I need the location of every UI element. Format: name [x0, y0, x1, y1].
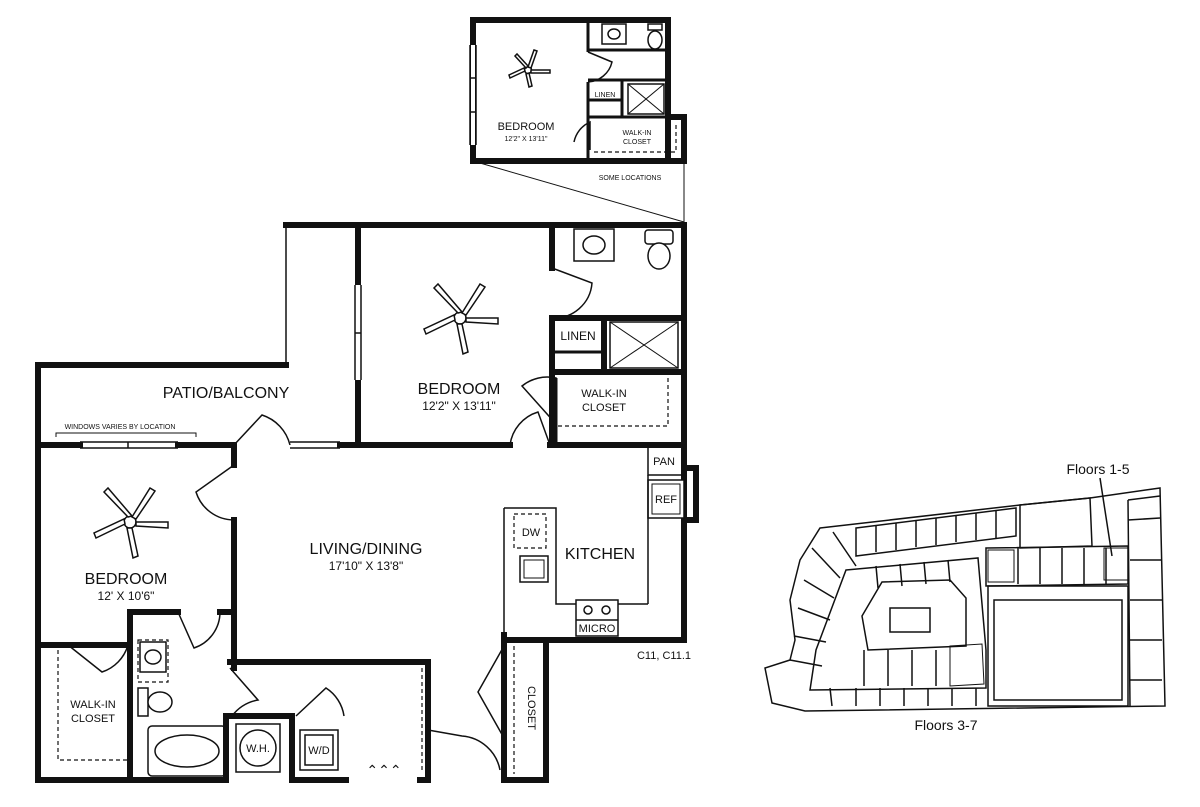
bath1-toilet: [644, 229, 674, 245]
range: [575, 599, 619, 637]
main-plan: ⌃⌃⌃: [35, 222, 699, 783]
closet-bifold-door: [477, 645, 505, 739]
bedroom2-ceiling-fan-icon: [93, 486, 169, 560]
inset-closet-label-1: WALK-IN: [623, 130, 652, 137]
patio-label: PATIO/BALCONY: [163, 385, 290, 402]
refrigerator-label: REF: [655, 494, 677, 506]
courtyard-west: [861, 579, 967, 651]
inset-callout-line: [472, 160, 685, 223]
bedroom1-ceiling-fan-icon: [423, 282, 499, 356]
highlight-unit-floors-3-7: [949, 643, 985, 687]
refrigerator: [647, 479, 685, 519]
dishwasher-label: DW: [522, 527, 541, 539]
highlight-unit-floors-1-5-right: [1103, 547, 1129, 581]
inset-bedroom-size: 12'2" X 13'11": [505, 136, 548, 143]
bath-door: [551, 267, 593, 319]
courtyard-feature: [889, 607, 931, 633]
pantry: [647, 444, 685, 476]
living-label: LIVING/DINING: [310, 541, 423, 558]
site-map-label-top: Floors 1-5: [1066, 461, 1129, 477]
closet1-label-2: CLOSET: [582, 402, 626, 414]
dishwasher: [513, 513, 547, 549]
pantry-label: PAN: [653, 456, 675, 468]
bedroom2-door: [195, 464, 235, 521]
living-size: 17'10" X 13'8": [329, 559, 404, 573]
inset-toilet: [647, 23, 663, 31]
bedroom1-label: BEDROOM: [418, 381, 501, 398]
inset-closet-wall: [587, 114, 687, 164]
inset-door-swing: [587, 51, 613, 83]
inset-plan: BEDROOM 12'2" X 13'11" LINEN WALK-IN CLO…: [469, 17, 687, 223]
kitchen-label: KITCHEN: [565, 546, 635, 563]
microwave-label: MICRO: [579, 623, 616, 635]
closet-rod-icon: ⌃⌃⌃: [366, 762, 401, 778]
water-heater-label: W.H.: [246, 743, 270, 755]
closet2-door: [67, 644, 129, 673]
inset-linen-label: LINEN: [595, 92, 616, 99]
plan-codes: C11, C11.1: [637, 650, 691, 662]
floors-1-5-pointer: [1099, 477, 1113, 557]
linen-label: LINEN: [560, 329, 595, 343]
highlight-unit-floors-1-5-left: [987, 549, 1015, 583]
windows-note-bracket: [55, 432, 197, 437]
laundry-door: [229, 667, 260, 717]
bath2-toilet: [137, 687, 149, 717]
bedroom2-label: BEDROOM: [85, 571, 168, 588]
closet2-label-1: WALK-IN: [70, 699, 115, 711]
inset-ceiling-fan-icon: [508, 49, 551, 88]
entry-door: [427, 729, 501, 771]
patio-door: [233, 414, 291, 446]
inset-bedroom-label: BEDROOM: [498, 121, 555, 133]
inset-note: SOME LOCATIONS: [599, 175, 662, 182]
closet-label: CLOSET: [525, 686, 537, 730]
inset-closet-label-2: CLOSET: [623, 139, 652, 146]
bedroom2-size: 12' X 10'6": [98, 589, 155, 603]
bedroom1-outer-wall: [355, 222, 687, 523]
washer-dryer-label: W/D: [308, 745, 329, 757]
closet2-label-2: CLOSET: [71, 713, 115, 725]
bath2-door: [177, 611, 221, 649]
bedroom1-size: 12'2" X 13'11": [422, 399, 496, 413]
bedroom1-door: [509, 411, 551, 446]
closet1-label-1: WALK-IN: [581, 388, 626, 400]
site-map: [764, 477, 1166, 712]
site-map-label-bottom: Floors 3-7: [914, 717, 977, 733]
laundry-door-2: [295, 687, 345, 717]
courtyard-east: [987, 585, 1129, 707]
windows-note: WINDOWS VARIES BY LOCATION: [65, 424, 176, 431]
patio-wall-left: [35, 362, 289, 448]
